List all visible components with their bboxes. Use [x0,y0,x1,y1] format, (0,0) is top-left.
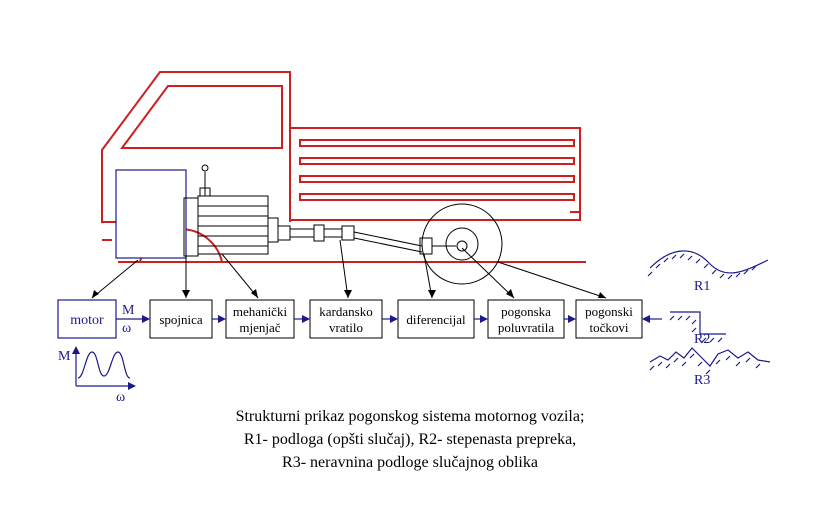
road-r2-profile [670,311,726,335]
truck-cargo-rails [299,139,575,201]
block-diagram: motor spojnica mehanički mjenjač kardans… [57,299,643,339]
block-tockovi-label-2: točkovi [590,320,629,335]
block-menjac-label-2: mjenjač [239,320,280,335]
engine-block [115,169,187,259]
flow-label-torque: M [122,303,135,318]
caption: Strukturni prikaz pogonskog sistema moto… [236,408,585,471]
block-kardan-label-2: vratilo [329,320,363,335]
road-r1-profile [649,250,769,274]
flow-arrows [116,315,662,323]
torque-graph: M ω [58,346,136,405]
block-motor-label: motor [70,313,104,328]
block-tockovi-label-1: pogonski [585,304,633,319]
caption-line-2: R1- podloga (opšti slučaj), R2- stepenas… [244,431,576,448]
block-tockovi [575,299,643,339]
block-diferencijal [397,299,475,339]
leader-lines [91,239,607,299]
block-spojnica-label: spojnica [159,312,203,327]
block-poluvratila-label-1: pogonska [501,304,551,319]
caption-line-1: Strukturni prikaz pogonskog sistema moto… [236,408,585,425]
flow-label-omega: ω [122,321,131,336]
graph-y-label: M [58,349,71,364]
road-profiles: R1 R2 R3 [647,250,771,388]
road-label-r3: R3 [694,373,710,388]
block-kardan-label-1: kardansko [319,304,372,319]
block-menjac-label-1: mehanički [233,304,288,319]
rear-wheel-drawing [419,203,503,285]
truck-chassis [290,211,581,221]
truck-illustration [101,71,586,263]
truck-cargo-bed [289,127,581,221]
block-kardan [309,299,383,339]
road-r3-profile [649,347,771,367]
block-motor [57,299,117,339]
road-label-r2: R2 [694,332,710,347]
graph-x-label: ω [116,390,125,405]
truck-cab-window [120,85,283,149]
road-label-r1: R1 [694,279,710,294]
gearbox-drawing [183,164,279,257]
cardan-shaft-drawing [277,224,423,253]
truck-cab-outline [101,71,291,223]
block-diferencijal-label: diferencijal [406,312,466,327]
caption-line-3: R3- neravnina podloge slučajnog oblika [282,454,538,471]
block-poluvratila-label-2: poluvratila [498,320,555,335]
